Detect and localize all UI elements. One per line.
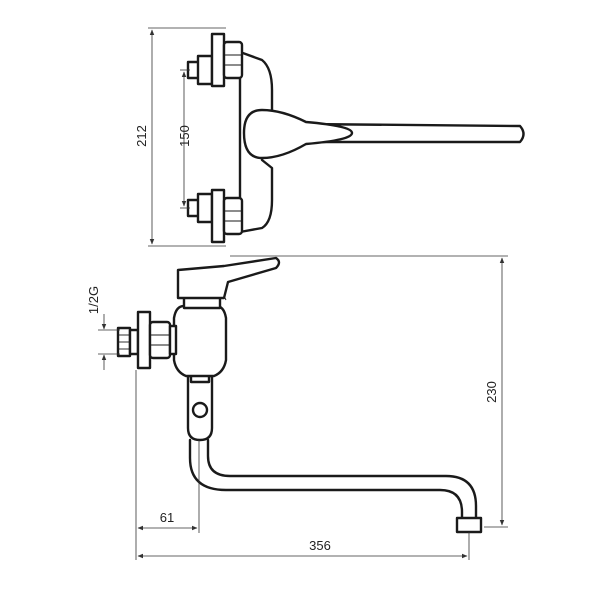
side-view-spout-inner (206, 438, 478, 522)
dim-label-61: 61 (160, 510, 174, 525)
side-view-wall-connector (116, 310, 178, 370)
dim-label-356: 356 (309, 538, 331, 553)
top-view-spout (298, 122, 525, 144)
dim-label-thread: 1/2G (86, 286, 101, 314)
side-view-body (172, 304, 228, 378)
top-view-lower-connector (186, 188, 244, 244)
side-view: 1/2G 230 61 356 (86, 255, 508, 560)
dim-label-150: 150 (177, 125, 192, 147)
side-view-aerator (455, 516, 483, 534)
top-view-lever (242, 108, 354, 160)
top-view-upper-connector (186, 32, 244, 88)
top-view: 212 150 (134, 27, 525, 247)
side-view-spout-outer (188, 438, 464, 522)
side-view-handle (176, 256, 281, 300)
dim-label-230: 230 (484, 381, 499, 403)
dim-label-212: 212 (134, 125, 149, 147)
